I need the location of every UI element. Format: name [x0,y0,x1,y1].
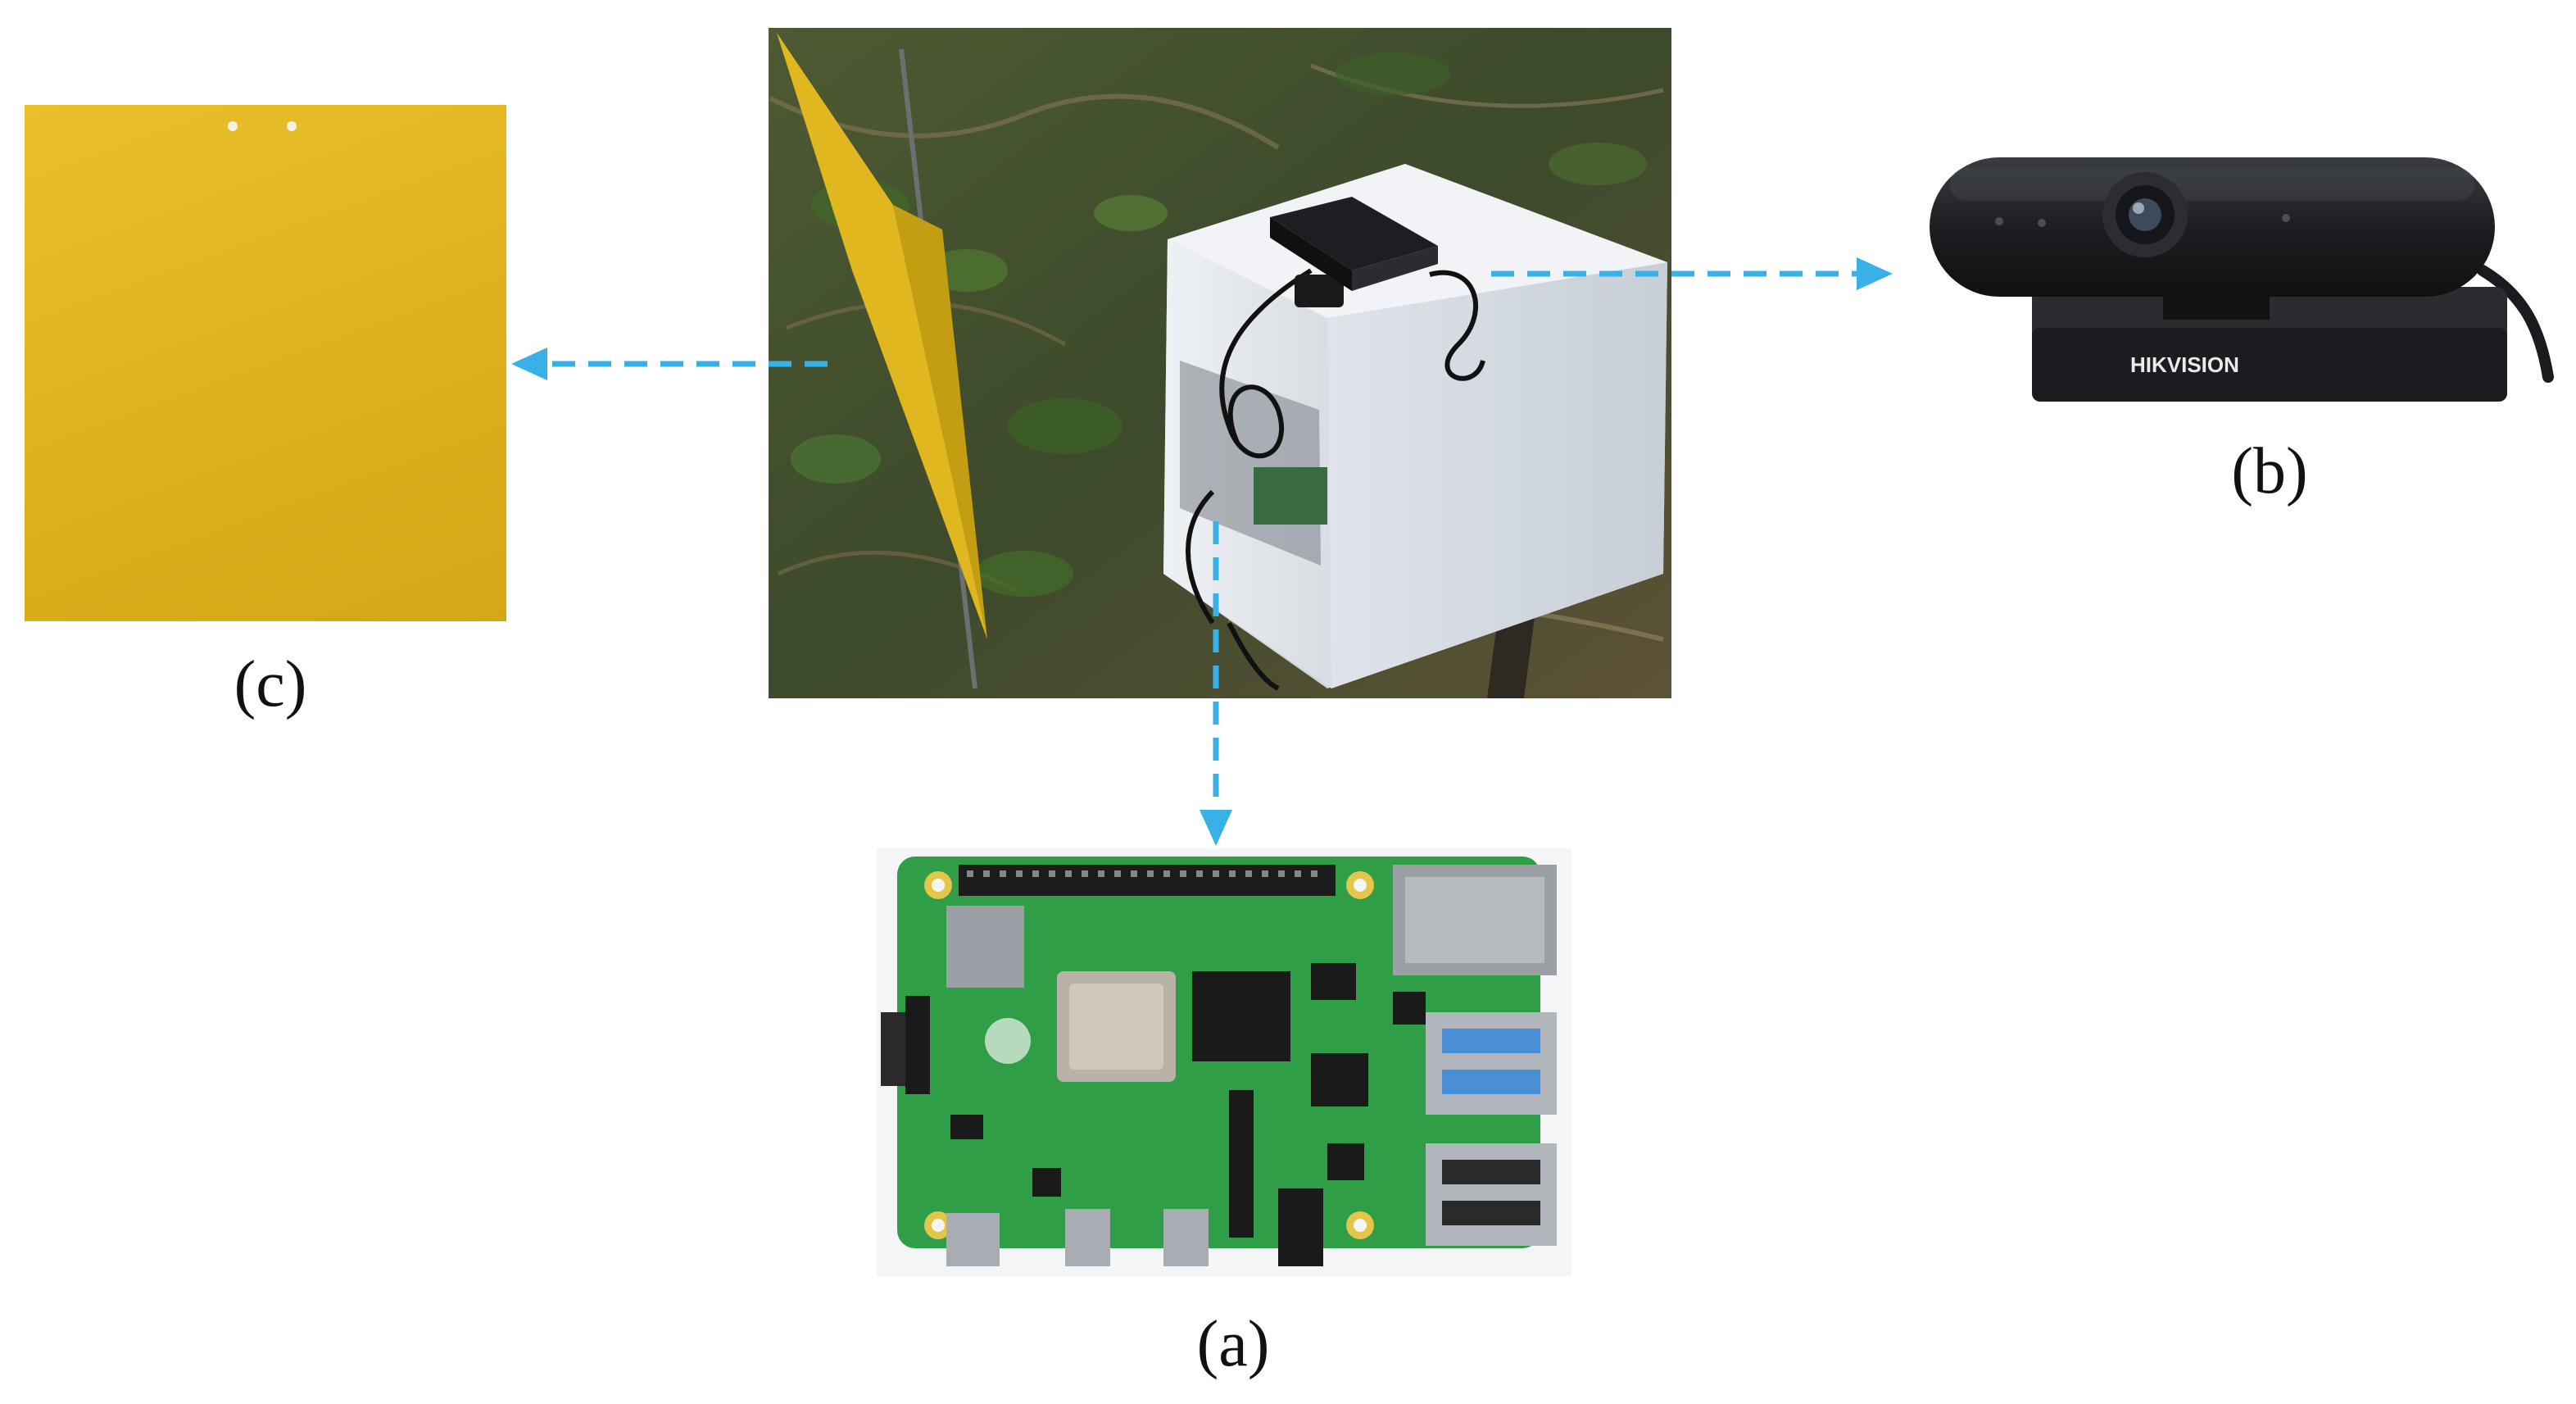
field-trap [777,33,987,689]
webcam-icon [1930,157,2554,402]
arrow-to-webcam [1491,257,1893,290]
raspberry-pi-board [877,848,1571,1276]
box-webcam [1270,197,1438,307]
enclosure-box [1163,164,1667,691]
arrow-to-trap [511,348,828,380]
caption-a: (a) [1196,1308,1270,1380]
caption-b: (b) [2231,435,2308,507]
arrow-to-board [1200,521,1232,846]
caption-c: (c) [234,648,307,720]
hole-right [287,121,297,131]
yellow-sticky-trap-panel [25,105,506,621]
hole-left [228,121,238,131]
webcam-brand-label: HIKVISION [2130,352,2239,377]
